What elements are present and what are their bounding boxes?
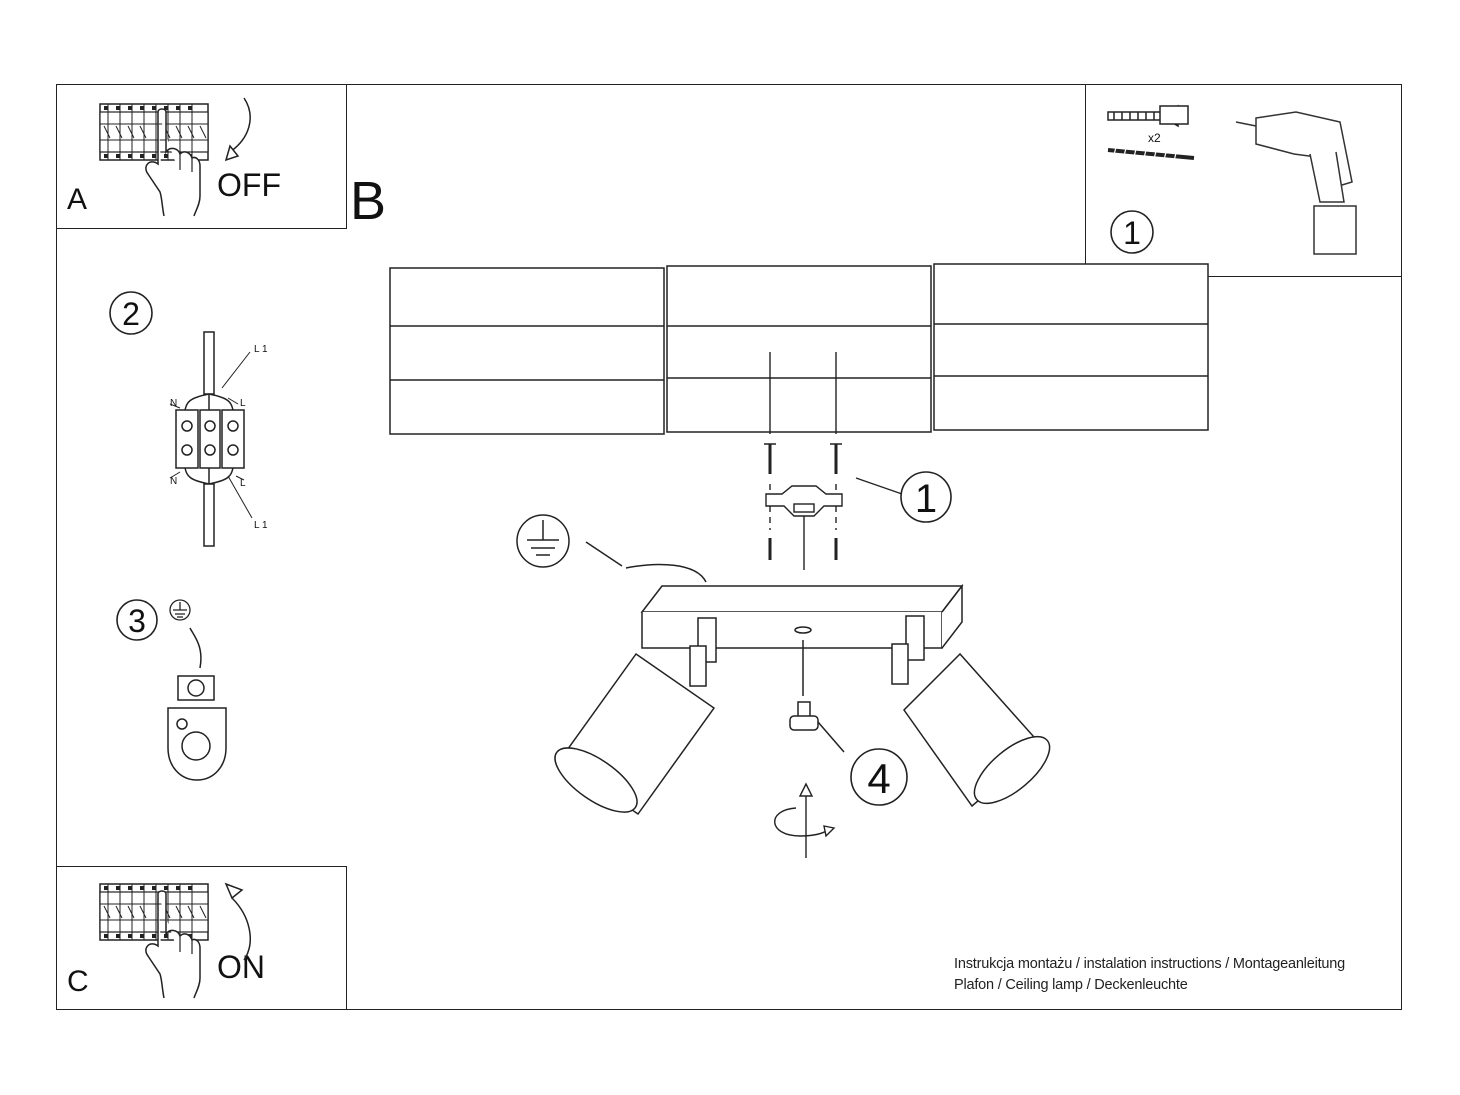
- breaker-icon: [99, 103, 209, 161]
- bolt-icon: [789, 701, 845, 753]
- caption-line-1: Instrukcja montażu / instalation instruc…: [954, 956, 1346, 972]
- ground-symbol-icon: [169, 599, 191, 621]
- mounting-hardware: [764, 352, 843, 570]
- wall-plug-icon: [1107, 104, 1189, 128]
- spotlight-left-icon: [554, 617, 717, 816]
- wire-label-l-bottom: L: [240, 478, 246, 489]
- callout-1-number: 1: [915, 477, 937, 521]
- callout-4-badge: [850, 748, 908, 806]
- ceiling-board-icon: [389, 263, 1209, 435]
- ground-symbol-icon: [516, 514, 707, 583]
- off-label: OFF: [217, 167, 281, 203]
- wire-label-l-top: L: [240, 398, 246, 409]
- instruction-caption: Instrukcja montażu / instalation instruc…: [954, 954, 1345, 996]
- terminal-block-icon: [169, 331, 253, 547]
- breaker-icon: [99, 883, 209, 941]
- caption-line-2: Plafon / Ceiling lamp / Deckenleuchte: [954, 977, 1188, 993]
- wire-label-n-bottom: N: [170, 476, 177, 487]
- panel-b-letter: B: [350, 171, 387, 231]
- step-3-badge: [116, 599, 158, 641]
- on-label: ON: [217, 949, 265, 985]
- callout-1-badge: [900, 471, 952, 523]
- step-2-number: 2: [122, 296, 140, 332]
- curved-arrow-icon: [224, 97, 251, 162]
- wire-label-n-top: N: [170, 398, 177, 409]
- spotlight-right-icon: [891, 615, 1051, 808]
- rotate-arrow-icon: [774, 782, 836, 858]
- step-3-number: 3: [128, 603, 146, 639]
- step-1-number: 1: [1123, 215, 1141, 251]
- step-1-badge-tools: [1110, 210, 1154, 254]
- drill-icon: [1235, 111, 1357, 255]
- ground-terminal-icon: [167, 627, 227, 781]
- wire-label-l1-bottom: L 1: [254, 520, 268, 531]
- curved-arrow-icon: [224, 882, 251, 961]
- quantity-label: x2: [1148, 131, 1161, 145]
- wire-label-l1-top: L 1: [254, 344, 268, 355]
- lamp-base-plate: [640, 583, 964, 696]
- instruction-sheet-frame: [56, 84, 1402, 1010]
- callout-4-number: 4: [867, 755, 890, 802]
- step-2-badge: [109, 291, 153, 335]
- panel-c-letter: C: [67, 965, 89, 998]
- panel-a-letter: A: [67, 183, 88, 216]
- screw-icon: [1107, 146, 1195, 162]
